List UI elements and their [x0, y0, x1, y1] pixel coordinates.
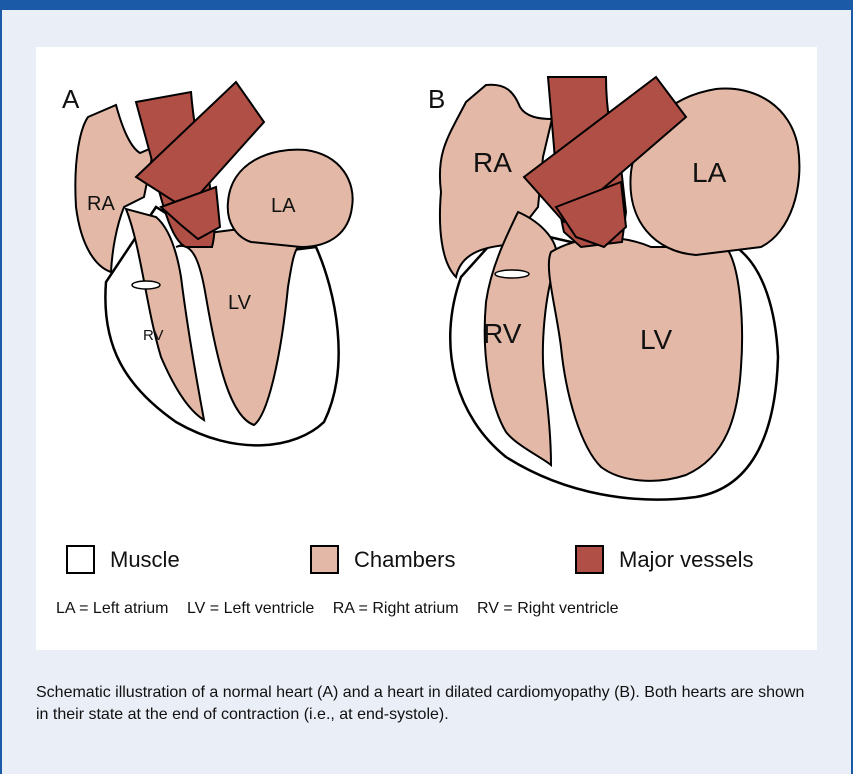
heart-b-valve [495, 270, 529, 278]
heart-a-lv-label: LV [228, 292, 252, 314]
heart-a [75, 82, 352, 445]
heart-a-la-label: LA [271, 195, 296, 217]
heart-a-valve [132, 281, 160, 289]
heart-a-rv-label: RV [143, 327, 164, 344]
legend-label-vessels: Major vessels [619, 547, 753, 573]
legend-item-muscle: Muscle [66, 545, 180, 574]
heart-b-letter: B [428, 84, 445, 114]
left-border [0, 10, 2, 774]
heart-b-lv-label: LV [640, 324, 672, 355]
chambers-swatch [310, 545, 339, 574]
heart-b-rv-label: RV [483, 318, 522, 349]
abbrev-lv: LV = Left ventricle [187, 600, 314, 617]
abbrev-ra: RA = Right atrium [333, 600, 459, 617]
figure-panel: A B RA LA RV LV RA LA RV LV Muscle Chamb… [36, 47, 817, 650]
heart-b-ra-label: RA [473, 147, 512, 178]
heart-a-letter: A [62, 84, 80, 114]
legend-item-vessels: Major vessels [575, 545, 753, 574]
vessels-swatch [575, 545, 604, 574]
heart-b [440, 77, 800, 500]
legend: Muscle Chambers Major vessels [66, 545, 816, 585]
heart-b-la-label: LA [692, 157, 727, 188]
figure-caption: Schematic illustration of a normal heart… [36, 682, 816, 726]
legend-label-chambers: Chambers [354, 547, 455, 573]
legend-item-chambers: Chambers [310, 545, 455, 574]
abbrev-rv: RV = Right ventricle [477, 600, 619, 617]
abbreviation-list: LA = Left atrium LV = Left ventricle RA … [56, 600, 816, 618]
top-accent-bar [0, 0, 853, 10]
abbrev-la: LA = Left atrium [56, 600, 169, 617]
heart-a-ra-label: RA [87, 193, 115, 215]
legend-label-muscle: Muscle [110, 547, 180, 573]
muscle-swatch [66, 545, 95, 574]
